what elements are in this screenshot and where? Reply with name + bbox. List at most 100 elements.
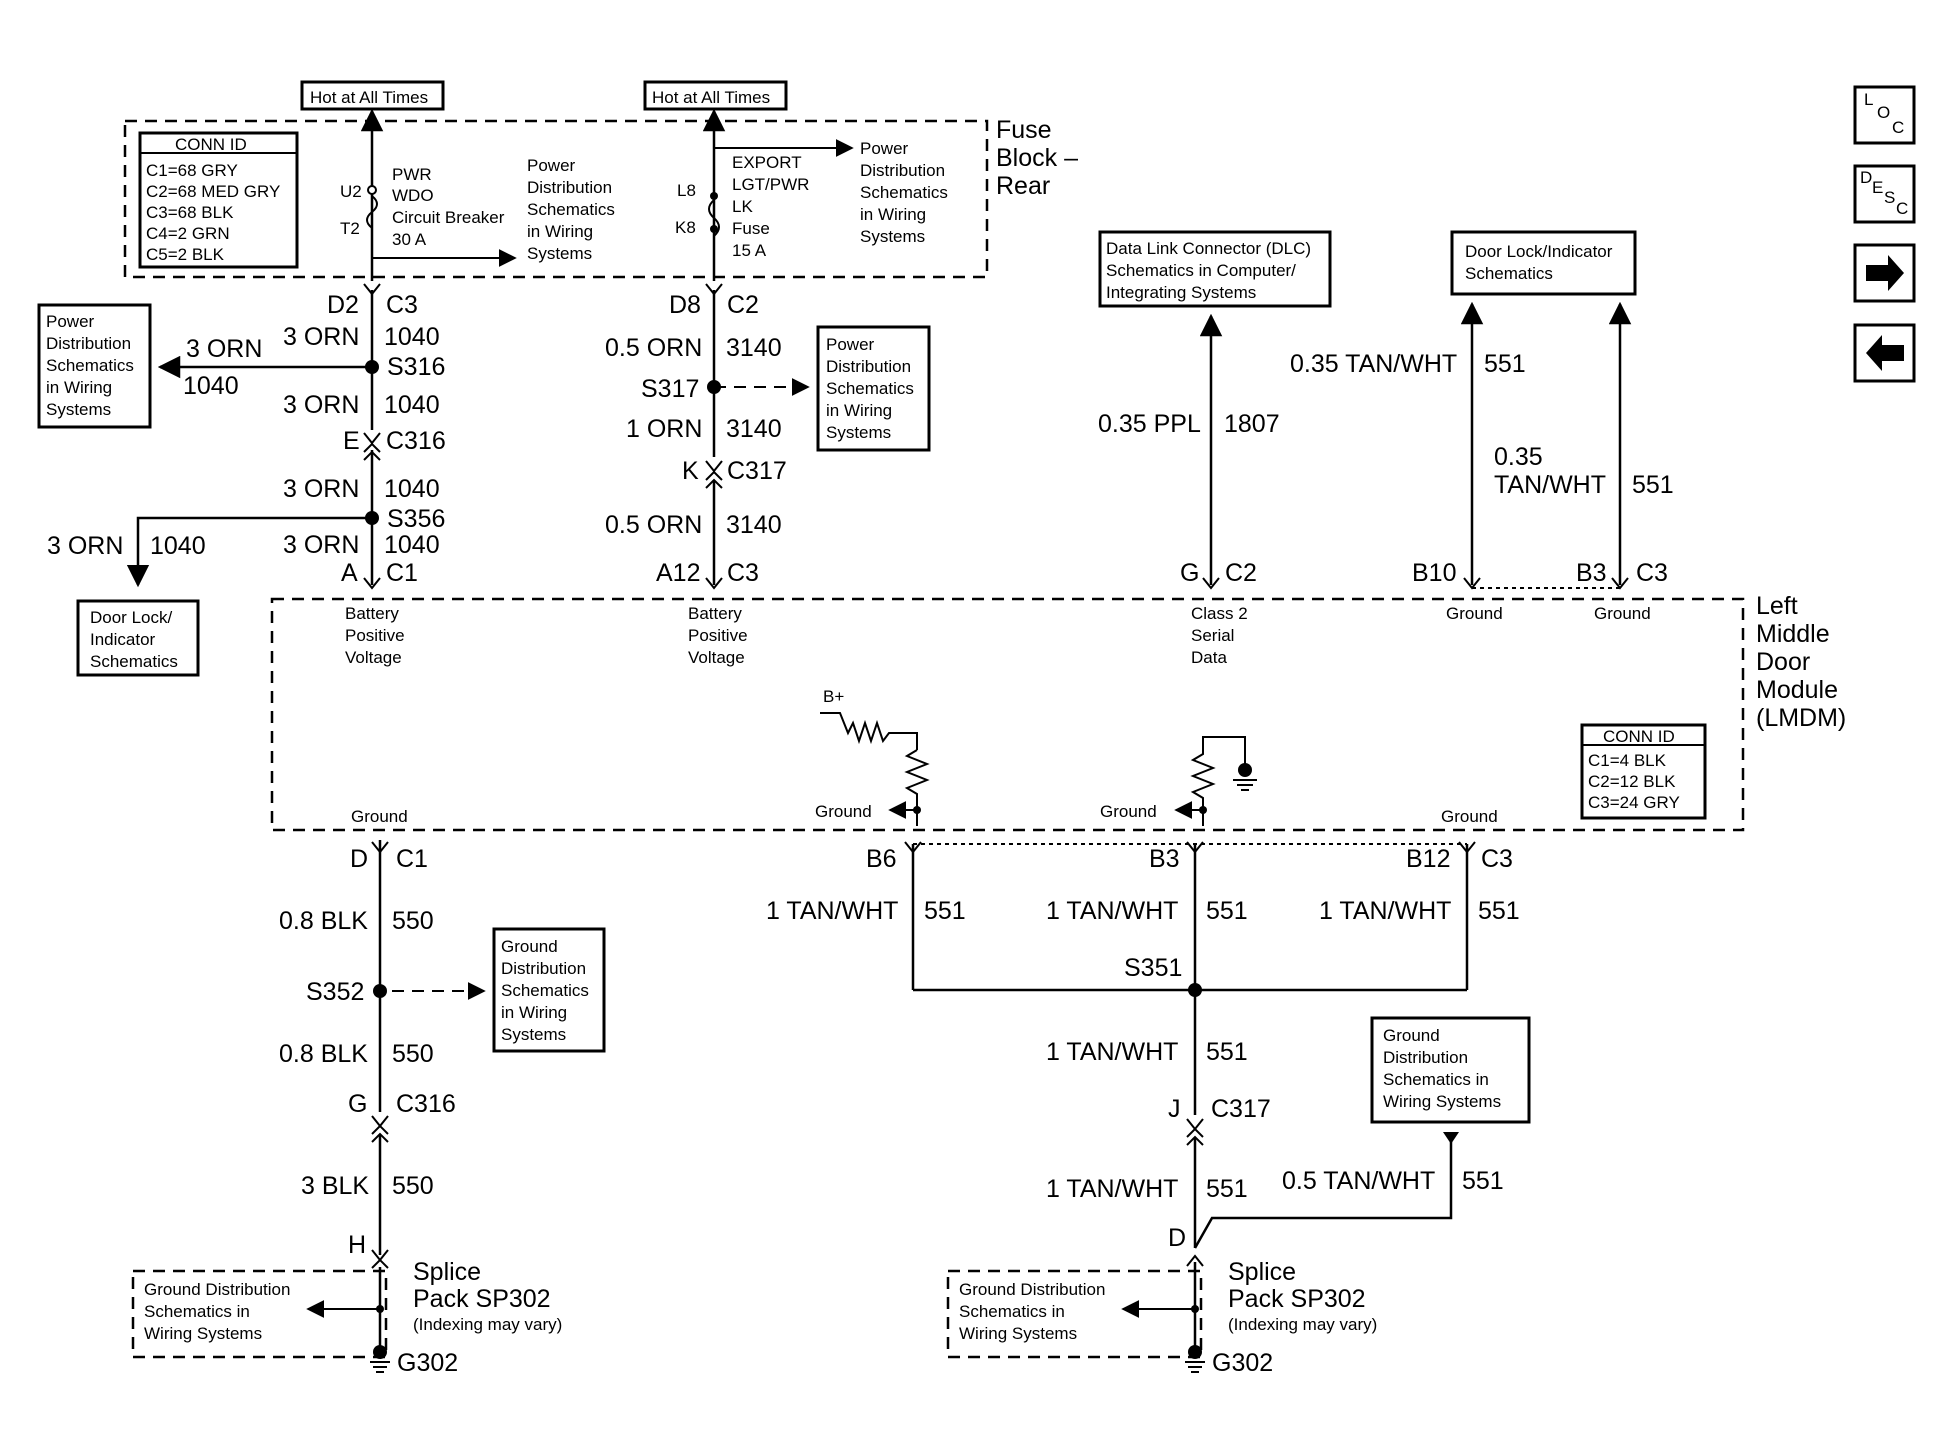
pin-label: G bbox=[348, 1090, 367, 1118]
cb-label: 30 A bbox=[392, 230, 427, 249]
ref-text: Distribution bbox=[46, 334, 131, 353]
circuit-label: 1040 bbox=[150, 532, 206, 560]
splice-ref-text: Ground Distribution bbox=[959, 1280, 1105, 1299]
resistor-icon bbox=[833, 712, 918, 750]
prev-button[interactable] bbox=[1853, 323, 1916, 383]
wire-label: 0.8 BLK bbox=[279, 1040, 368, 1068]
connector-label: C316 bbox=[396, 1090, 456, 1118]
circuit-label: 551 bbox=[1206, 1175, 1248, 1203]
wire-label: 3 ORN bbox=[186, 335, 262, 363]
circuit-label: 3140 bbox=[726, 334, 782, 362]
splice-pack-label: Splice bbox=[413, 1258, 481, 1286]
wire-label: 0.35 bbox=[1494, 443, 1543, 471]
ref-text: Door Lock/ bbox=[90, 608, 172, 627]
fuse-icon bbox=[708, 199, 720, 237]
splice-ref-text: Schematics in bbox=[144, 1302, 250, 1321]
wire-label: 0.5 TAN/WHT bbox=[1282, 1167, 1435, 1195]
splice-pack-outline bbox=[131, 1269, 388, 1359]
circuit-label: 551 bbox=[1206, 897, 1248, 925]
circuit-3140-branch: D8 C2 0.5 ORN 3140 S317 Power Distributi… bbox=[605, 283, 931, 590]
ref-text: Power bbox=[46, 312, 95, 331]
loc-letter: O bbox=[1877, 103, 1890, 122]
ref-text: Distribution bbox=[501, 959, 586, 978]
loc-button-frame[interactable] bbox=[1853, 85, 1916, 145]
side-wire-1040-b bbox=[126, 516, 372, 588]
ref-text: Distribution bbox=[826, 357, 911, 376]
hot-label-box bbox=[643, 80, 788, 111]
pin-label: D8 bbox=[669, 291, 701, 319]
module-conn-id-entry: C1=4 BLK bbox=[1588, 751, 1667, 770]
splice-label: S316 bbox=[387, 353, 445, 381]
next-button-frame[interactable] bbox=[1853, 243, 1916, 303]
ground-icon bbox=[1188, 1345, 1202, 1359]
circuit-551-ground-branch: S351 B6 B3 B12 C3 1 TAN/WHT 551 1 TAN/WH… bbox=[766, 841, 1531, 1377]
desc-button[interactable]: D E S C bbox=[1853, 164, 1916, 224]
module-conn-id-title: CONN ID bbox=[1603, 727, 1675, 746]
fuse-conn-id-entry: C4=2 GRN bbox=[146, 224, 230, 243]
fuse-ref-right: Schematics bbox=[860, 183, 948, 202]
wire-label: 0.35 PPL bbox=[1098, 410, 1201, 438]
fuse-block-title: Fuse bbox=[996, 116, 1052, 144]
fuse-conn-id-box bbox=[138, 131, 299, 269]
fuse-conn-id-entry: C3=68 BLK bbox=[146, 203, 234, 222]
cb-pin: U2 bbox=[340, 182, 362, 201]
connector-pin-icon bbox=[363, 432, 381, 445]
ref-text: Ground bbox=[501, 937, 558, 956]
module-conn-id-box bbox=[1580, 723, 1707, 820]
pin-label: B3 bbox=[1576, 559, 1607, 587]
ref-text: Schematics bbox=[501, 981, 589, 1000]
wire-label: 3 ORN bbox=[283, 475, 359, 503]
connector-label: C3 bbox=[727, 559, 759, 587]
wire-label: 0.35 TAN/WHT bbox=[1290, 350, 1457, 378]
next-button[interactable] bbox=[1853, 243, 1916, 303]
ref-text: Systems bbox=[501, 1025, 566, 1044]
ref-text: in Wiring bbox=[501, 1003, 567, 1022]
splice-pack-label: Pack SP302 bbox=[413, 1285, 551, 1313]
splice-label: S352 bbox=[306, 978, 364, 1006]
ref-box bbox=[816, 325, 931, 452]
ref-text: Door Lock/Indicator bbox=[1465, 242, 1613, 261]
fuse-pin: L8 bbox=[677, 181, 696, 200]
ground-point-label: G302 bbox=[1212, 1349, 1273, 1377]
fuse-ref-right: in Wiring bbox=[860, 205, 926, 224]
circuit-label: 1040 bbox=[384, 323, 440, 351]
desc-button-frame[interactable] bbox=[1853, 164, 1916, 224]
splice-ref-text: Wiring Systems bbox=[144, 1324, 262, 1343]
fuse-label: LK bbox=[732, 197, 753, 216]
fuse-block-outline bbox=[123, 119, 989, 279]
pin-label: D2 bbox=[327, 291, 359, 319]
circuit-breaker-icon bbox=[367, 185, 377, 195]
wire-label: 0.5 ORN bbox=[605, 334, 702, 362]
fuse-conn-id-title: CONN ID bbox=[175, 135, 247, 154]
ref-box bbox=[492, 927, 606, 1053]
fuse-ref-mid: Distribution bbox=[527, 178, 612, 197]
pin-label: D bbox=[1168, 1224, 1186, 1252]
ref-text: Schematics bbox=[1465, 264, 1553, 283]
b-plus-label: B+ bbox=[823, 687, 844, 706]
ref-text: Power bbox=[826, 335, 875, 354]
ref-text: Indicator bbox=[90, 630, 156, 649]
ref-box bbox=[1450, 230, 1637, 296]
pin-label: K bbox=[682, 457, 699, 485]
circuit-label: 1807 bbox=[1224, 410, 1280, 438]
ref-text: Distribution bbox=[1383, 1048, 1468, 1067]
pin-function: Ground bbox=[1594, 604, 1651, 623]
fuse-ref-right: Distribution bbox=[860, 161, 945, 180]
ref-wire-551 bbox=[1193, 1132, 1453, 1249]
module-conn-id-entry: C2=12 BLK bbox=[1588, 772, 1676, 791]
loc-button[interactable]: L O C bbox=[1853, 85, 1916, 145]
fuse-icon bbox=[710, 192, 718, 200]
ground-label: Ground bbox=[351, 807, 408, 826]
pin-label: G bbox=[1180, 559, 1199, 587]
hot-label-left: Hot at All Times bbox=[310, 88, 428, 107]
fuse-ref-right: Power bbox=[860, 139, 909, 158]
cb-label: PWR bbox=[392, 165, 432, 184]
circuit-label: 551 bbox=[1484, 350, 1526, 378]
fuse-conn-id-entry: C1=68 GRY bbox=[146, 161, 238, 180]
circuit-550-ground-branch: D C1 0.8 BLK 550 S352 Ground Distributio… bbox=[131, 840, 606, 1377]
connector-label: C1 bbox=[386, 559, 418, 587]
pin-label: E bbox=[343, 427, 360, 455]
wire-label: TAN/WHT bbox=[1494, 471, 1606, 499]
hot-label-right: Hot at All Times bbox=[652, 88, 770, 107]
wire-label: 1 ORN bbox=[626, 415, 702, 443]
